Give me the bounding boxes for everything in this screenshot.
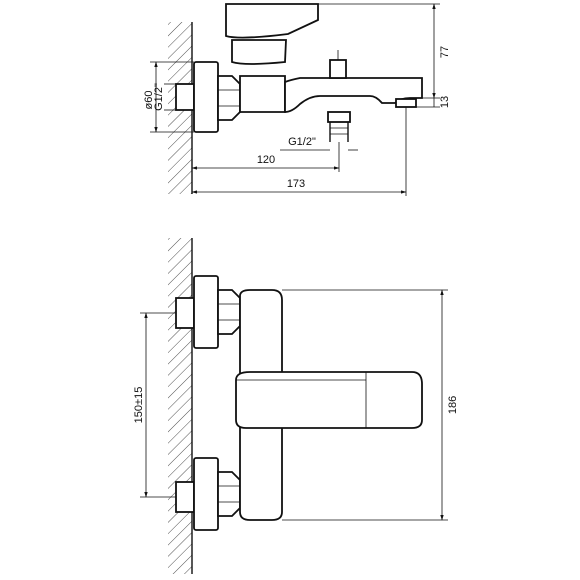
lower-flange [193, 457, 219, 531]
lever-handle-side [225, 3, 319, 39]
lower-inlet [175, 481, 195, 513]
outlet-thread [329, 122, 349, 142]
wall-flange [193, 61, 219, 133]
cartridge-housing [231, 39, 287, 65]
dim-centers: 150±15 [133, 387, 145, 424]
dim-flange-dia: ø60 [143, 91, 155, 110]
upper-flange [193, 275, 219, 349]
side-view: ø60 G1/2" 77 13 G1/2" 120 173 [143, 3, 451, 196]
dim-reach-120: 120 [257, 154, 275, 166]
lever-handle-front [235, 371, 423, 429]
mixer-body-side [239, 75, 286, 113]
diverter-knob [329, 59, 347, 79]
dim-thread-left: G1/2" [153, 83, 165, 111]
upper-inlet [175, 297, 195, 329]
lower-nut [217, 471, 241, 517]
hex-nut [217, 75, 241, 121]
dim-13: 13 [439, 96, 451, 108]
dim-thread-bottom: G1/2" [288, 136, 316, 148]
dim-reach-173: 173 [287, 178, 305, 190]
dim-height-186: 186 [447, 396, 459, 414]
front-view: 150±15 186 [133, 238, 459, 574]
inlet-pipe [175, 83, 195, 111]
aerator [395, 98, 417, 108]
wall-hatch-bottom [168, 238, 192, 574]
shower-outlet [327, 111, 351, 123]
spout [284, 77, 423, 113]
upper-nut [217, 289, 241, 335]
dim-height-77: 77 [439, 46, 451, 58]
